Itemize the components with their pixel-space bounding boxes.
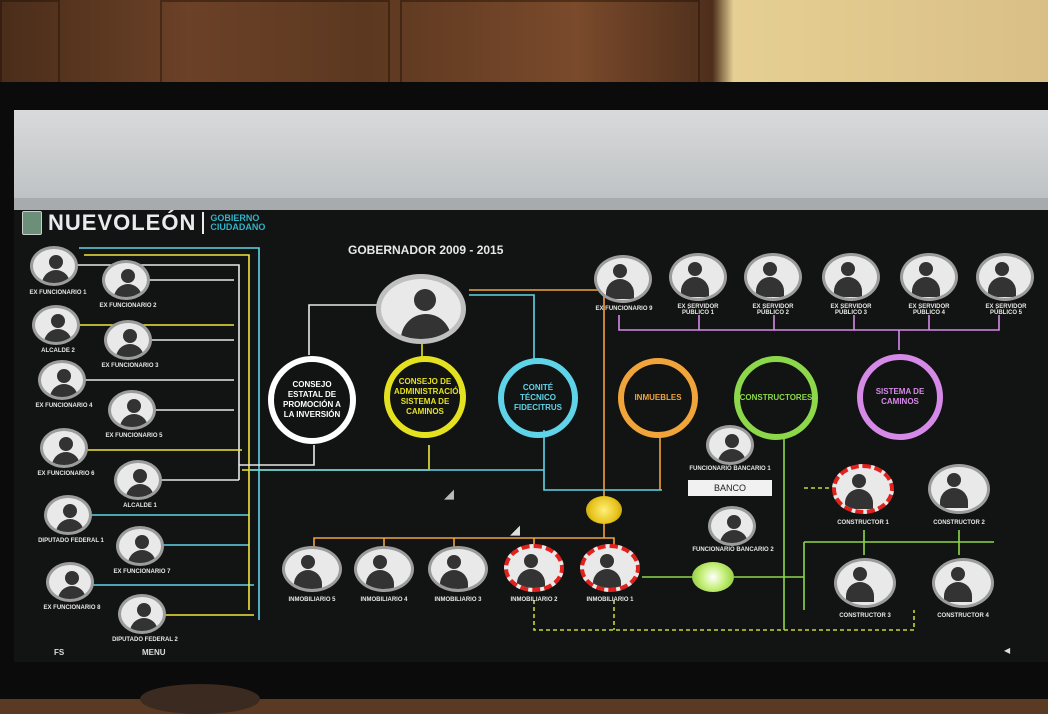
- person-label: CONSTRUCTOR 1: [837, 520, 889, 526]
- person-avatar[interactable]: [114, 460, 162, 500]
- entity-label: CONSTRUCTORES: [739, 393, 813, 402]
- person-avatar[interactable]: [428, 546, 488, 592]
- cursor-icon: ◢: [510, 522, 520, 537]
- footer-fs[interactable]: FS: [54, 648, 65, 657]
- audience-head: [140, 684, 260, 714]
- person-label: FUNCIONARIO BANCARIO 2: [692, 547, 774, 553]
- entity-label: CONSEJO DE ADMINISTRACIÓN SISTEMA DE CAM…: [394, 377, 465, 416]
- person-avatar[interactable]: [744, 253, 802, 301]
- person-avatar[interactable]: [30, 246, 78, 286]
- person-avatar[interactable]: [118, 594, 166, 634]
- person-label: INMOBILIARIO 5: [288, 597, 336, 603]
- person-avatar[interactable]: [976, 253, 1034, 301]
- person-label: EX SERVIDOR PÚBLICO 4: [908, 304, 950, 316]
- person-label: EX SERVIDOR PÚBLICO 1: [677, 304, 719, 316]
- person-avatar[interactable]: [108, 390, 156, 430]
- coin-icon: [692, 562, 734, 592]
- person-label: EX FUNCIONARIO 8: [43, 605, 101, 611]
- bank-box[interactable]: BANCO: [688, 480, 772, 496]
- cursor-icon: ◢: [444, 486, 454, 501]
- brand-logo: NUEVOLEÓN GOBIERNO CIUDADANO: [22, 208, 265, 238]
- screen-top-bar: [14, 110, 1048, 198]
- brand-tagline: GOBIERNO CIUDADANO: [210, 214, 265, 232]
- person-label: EX FUNCIONARIO 9: [595, 306, 653, 312]
- entity-label: CONITÉ TÉCNICO FIDECITRUS: [514, 383, 562, 412]
- person-label: INMOBILIARIO 1: [586, 597, 634, 603]
- entity-consejo-caminos[interactable]: CONSEJO DE ADMINISTRACIÓN SISTEMA DE CAM…: [384, 356, 466, 438]
- entity-label: CONSEJO ESTATAL DE PROMOCIÓN A LA INVERS…: [283, 380, 341, 419]
- entity-inmuebles[interactable]: INMUEBLES: [618, 358, 698, 438]
- person-label: ALCALDE 2: [41, 348, 75, 354]
- crest-icon: [22, 211, 42, 235]
- tagline-line-1: GOBIERNO: [210, 213, 260, 223]
- person-label: EX FUNCIONARIO 5: [105, 433, 163, 439]
- entity-label: SISTEMA DE CAMINOS: [875, 387, 925, 406]
- entity-label: INMUEBLES: [634, 393, 682, 402]
- person-avatar[interactable]: [32, 305, 80, 345]
- governor-avatar[interactable]: [376, 274, 466, 344]
- tv-screen: NUEVOLEÓN GOBIERNO CIUDADANO: [14, 110, 1048, 662]
- person-label: EX SERVIDOR PÚBLICO 2: [752, 304, 794, 316]
- entity-constructores[interactable]: CONSTRUCTORES: [734, 356, 818, 440]
- person-avatar[interactable]: [354, 546, 414, 592]
- person-avatar[interactable]: [822, 253, 880, 301]
- person-avatar[interactable]: [116, 526, 164, 566]
- person-avatar[interactable]: [832, 464, 894, 514]
- person-label: EX FUNCIONARIO 4: [35, 403, 93, 409]
- person-label: DIPUTADO FEDERAL 2: [112, 637, 178, 643]
- person-label: INMOBILIARIO 2: [510, 597, 558, 603]
- person-label: EX FUNCIONARIO 1: [29, 290, 87, 296]
- person-avatar[interactable]: [669, 253, 727, 301]
- person-label: EX FUNCIONARIO 2: [99, 303, 157, 309]
- person-avatar[interactable]: [282, 546, 342, 592]
- entity-fidecitrus[interactable]: CONITÉ TÉCNICO FIDECITRUS: [498, 358, 578, 438]
- person-avatar[interactable]: [708, 506, 756, 546]
- person-avatar[interactable]: [900, 253, 958, 301]
- person-avatar[interactable]: [834, 558, 896, 608]
- person-avatar[interactable]: [580, 544, 640, 592]
- person-label: EX SERVIDOR PÚBLICO 5: [985, 304, 1027, 316]
- person-label: EX FUNCIONARIO 3: [101, 363, 159, 369]
- brand-separator: [202, 212, 205, 234]
- person-avatar[interactable]: [594, 255, 652, 303]
- person-label: CONSTRUCTOR 4: [937, 613, 989, 619]
- person-avatar[interactable]: [104, 320, 152, 360]
- person-avatar[interactable]: [44, 495, 92, 535]
- coin-icon: [586, 496, 622, 524]
- person-label: DIPUTADO FEDERAL 1: [38, 538, 104, 544]
- person-label: EX FUNCIONARIO 7: [113, 569, 171, 575]
- person-avatar[interactable]: [504, 544, 564, 592]
- person-avatar[interactable]: [706, 425, 754, 465]
- person-label: FUNCIONARIO BANCARIO 1: [689, 466, 771, 472]
- person-avatar[interactable]: [102, 260, 150, 300]
- person-label: INMOBILIARIO 3: [434, 597, 482, 603]
- person-label: CONSTRUCTOR 3: [839, 613, 891, 619]
- person-avatar[interactable]: [46, 562, 94, 602]
- tagline-line-2: CIUDADANO: [210, 222, 266, 232]
- person-label: CONSTRUCTOR 2: [933, 520, 985, 526]
- person-avatar[interactable]: [40, 428, 88, 468]
- chart-title: GOBERNADOR 2009 - 2015: [348, 243, 504, 257]
- screen-top-strip: [14, 198, 1048, 210]
- person-avatar[interactable]: [928, 464, 990, 514]
- menu-button[interactable]: MENU: [142, 648, 166, 657]
- person-label: ALCALDE 1: [123, 503, 157, 509]
- person-label: EX SERVIDOR PÚBLICO 3: [830, 304, 872, 316]
- person-label: INMOBILIARIO 4: [360, 597, 408, 603]
- entity-consejo-estatal[interactable]: CONSEJO ESTATAL DE PROMOCIÓN A LA INVERS…: [268, 356, 356, 444]
- person-avatar[interactable]: [932, 558, 994, 608]
- person-avatar[interactable]: [38, 360, 86, 400]
- brand-name: NUEVOLEÓN: [48, 210, 197, 235]
- person-label: EX FUNCIONARIO 6: [37, 471, 95, 477]
- back-arrow-icon[interactable]: ◀: [1004, 646, 1011, 655]
- entity-sistema-caminos[interactable]: SISTEMA DE CAMINOS: [857, 354, 943, 440]
